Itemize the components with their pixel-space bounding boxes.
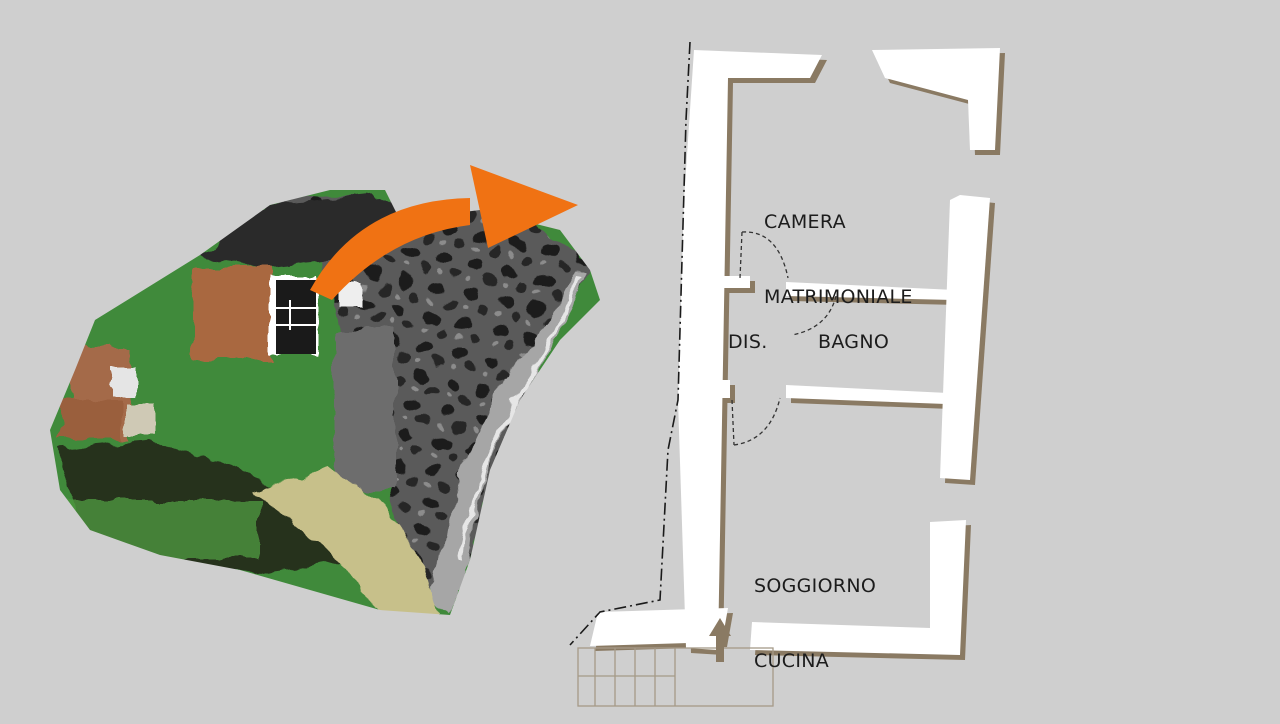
room-label-soggiorno-line2: CUCINA bbox=[754, 650, 830, 672]
aerial-photo bbox=[50, 190, 600, 615]
room-label-camera: CAMERA MATRIMONIALE bbox=[764, 160, 913, 335]
room-label-camera-line1: CAMERA bbox=[764, 211, 846, 233]
room-label-dis: DIS. bbox=[728, 331, 768, 353]
entrance-arrow-icon bbox=[709, 618, 731, 662]
room-label-soggiorno: SOGGIORNO CUCINA bbox=[754, 524, 876, 699]
door-swings bbox=[731, 231, 837, 446]
plan-footprint bbox=[276, 280, 316, 354]
room-label-bagno: BAGNO bbox=[818, 331, 890, 353]
room-label-soggiorno-line1: SOGGIORNO bbox=[754, 575, 877, 597]
room-label-camera-line2: MATRIMONIALE bbox=[764, 286, 913, 308]
property-line bbox=[569, 41, 691, 646]
curved-arrow-icon bbox=[310, 165, 578, 300]
stairs bbox=[577, 647, 774, 707]
walls bbox=[590, 48, 1000, 655]
floor-plan bbox=[569, 41, 1005, 707]
